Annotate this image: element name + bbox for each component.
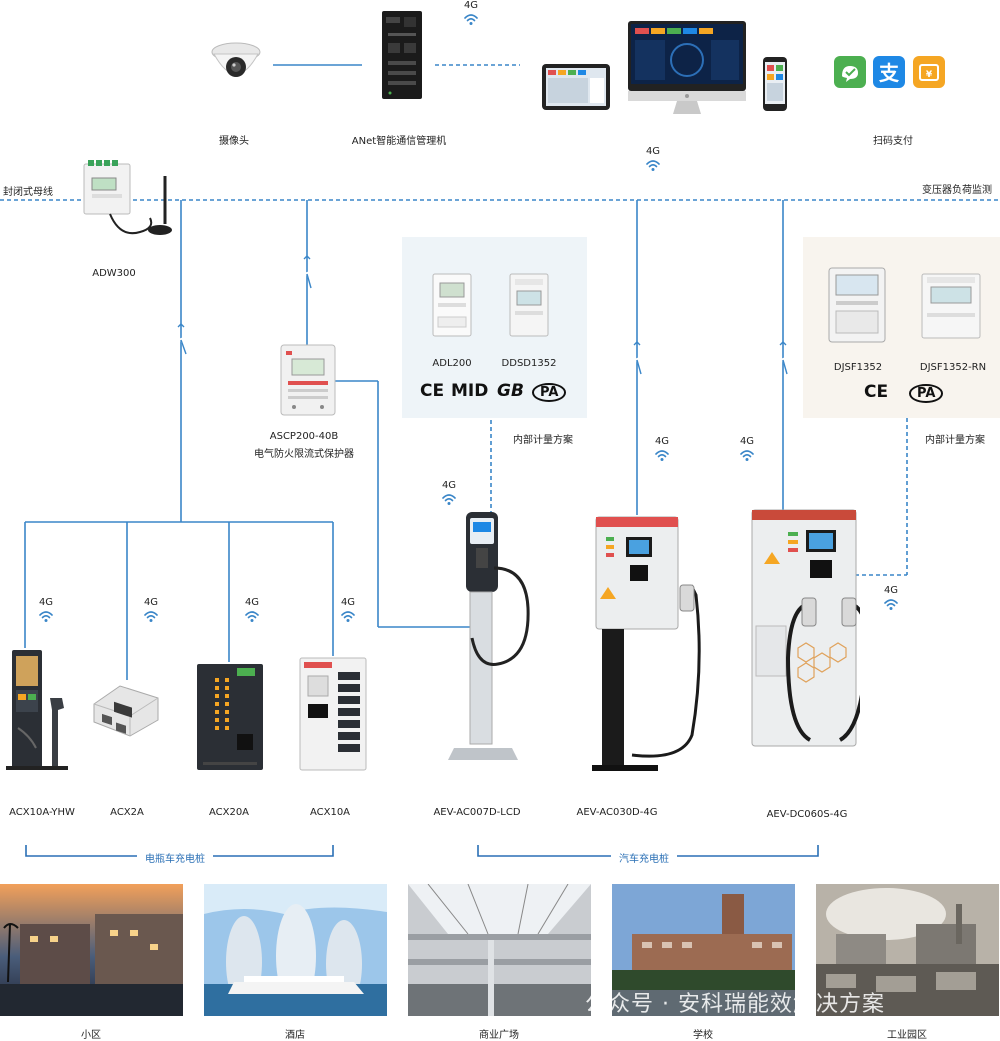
bus-left-label: 封闭式母线 <box>3 187 53 198</box>
ce-mark: CE <box>420 381 445 401</box>
aev-dc060s-4g-device <box>750 508 869 750</box>
gb-mark: GB <box>497 381 524 401</box>
wifi-icon <box>245 611 259 622</box>
anet-label: ANet智能通信管理机 <box>351 136 447 147</box>
scene-residential-image <box>0 884 183 1016</box>
ce-mark: CE <box>864 382 889 402</box>
cloud-signal: 4G <box>645 146 661 172</box>
meter-right-1-label: DJSF1352 <box>833 362 883 373</box>
wifi-icon <box>39 611 53 622</box>
adw300-label: ADW300 <box>92 268 136 279</box>
acx10a-device <box>298 656 368 772</box>
wifi-icon <box>655 450 669 461</box>
pa-mark: PA <box>909 384 944 403</box>
anet-signal: 4G <box>463 0 479 26</box>
scene-caption-1: 小区 <box>81 1030 101 1041</box>
camera-device <box>205 38 267 88</box>
djsf1352-meter <box>828 267 886 343</box>
scene-caption-5: 工业园区 <box>887 1030 927 1041</box>
internal-metering-panel-right: DJSF1352 DJSF1352-RN CE PA <box>803 237 1000 418</box>
scene-industrial-park-image <box>816 884 999 1016</box>
wifi-icon <box>740 450 754 461</box>
car-signal-1: 4G <box>441 480 457 506</box>
adw300-device <box>80 158 180 248</box>
scene-commercial-plaza-image <box>408 884 591 1016</box>
wifi-icon <box>442 494 456 505</box>
camera-label: 摄像头 <box>219 136 249 147</box>
car-device-2-label: AEV-AC030D-4G <box>576 807 658 818</box>
ebike-device-3-label: ACX20A <box>208 807 250 818</box>
pa-mark: PA <box>532 383 567 402</box>
car-signal-2: 4G <box>654 436 670 462</box>
meters-left-caption: 内部计量方案 <box>513 435 573 446</box>
bus-right-label: 变压器负荷监测 <box>922 185 992 196</box>
ebike-group-label: 电瓶车充电桩 <box>137 850 213 865</box>
scene-caption-4: 学校 <box>693 1030 713 1041</box>
ebike-signal-4: 4G <box>340 597 356 623</box>
meters-right-caption: 内部计量方案 <box>925 435 985 446</box>
ebike-device-4-label: ACX10A <box>309 807 351 818</box>
wifi-icon <box>144 611 158 622</box>
acx20a-device <box>195 662 265 772</box>
internal-metering-panel-left: ADL200 DDSD1352 CE MID GB PA <box>402 237 587 418</box>
svg-text:¥: ¥ <box>926 70 933 80</box>
wechat-pay-icon <box>834 56 866 88</box>
mid-mark: MID <box>451 381 489 401</box>
ebike-signal-2: 4G <box>143 597 159 623</box>
ascp-model: ASCP200-40B <box>269 431 339 442</box>
scene-caption-3: 商业广场 <box>479 1030 519 1041</box>
ebike-device-1-label: ACX10A-YHW <box>9 807 75 818</box>
wifi-icon <box>341 611 355 622</box>
djsf1352-rn-meter <box>921 273 981 339</box>
car-device-3-label: AEV-DC060S-4G <box>766 809 848 820</box>
wifi-icon <box>646 160 660 171</box>
phone-device <box>762 56 788 112</box>
acx10a-yhw-device <box>6 648 70 772</box>
adl200-meter <box>432 273 472 337</box>
meter-right-2-label: DJSF1352-RN <box>919 362 987 373</box>
watermark-text: 公众号 · 安科瑞能效解决方案 <box>585 992 885 1017</box>
meter-left-2-label: DDSD1352 <box>501 358 557 369</box>
pay-label: 扫码支付 <box>873 136 913 147</box>
unionpay-icon: ¥ <box>913 56 945 88</box>
ebike-device-2-label: ACX2A <box>110 807 144 818</box>
ebike-signal-3: 4G <box>244 597 260 623</box>
car-signal-4: 4G <box>883 585 899 611</box>
car-signal-3: 4G <box>739 436 755 462</box>
car-group-label: 汽车充电桩 <box>611 850 677 865</box>
wifi-icon <box>464 14 478 25</box>
ddsd1352-meter <box>509 273 549 337</box>
scene-hotel-image <box>204 884 387 1016</box>
svg-text:支: 支 <box>879 61 900 85</box>
car-device-1-label: AEV-AC007D-LCD <box>433 807 521 818</box>
alipay-icon: 支 <box>873 56 905 88</box>
anet-gateway-device <box>380 9 424 101</box>
scene-caption-2: 酒店 <box>285 1030 305 1041</box>
aev-ac007d-lcd-device <box>448 508 538 770</box>
tablet-device <box>541 63 611 111</box>
ascp200-device <box>280 343 336 417</box>
wifi-icon <box>884 599 898 610</box>
acx2a-device <box>90 680 162 740</box>
scene-school-image <box>612 884 795 1016</box>
meter-left-1-label: ADL200 <box>432 358 472 369</box>
aev-ac030d-4g-device <box>592 515 710 773</box>
ebike-signal-1: 4G <box>38 597 54 623</box>
ascp-name: 电气防火限流式保护器 <box>254 449 354 460</box>
monitor-device <box>627 20 747 116</box>
